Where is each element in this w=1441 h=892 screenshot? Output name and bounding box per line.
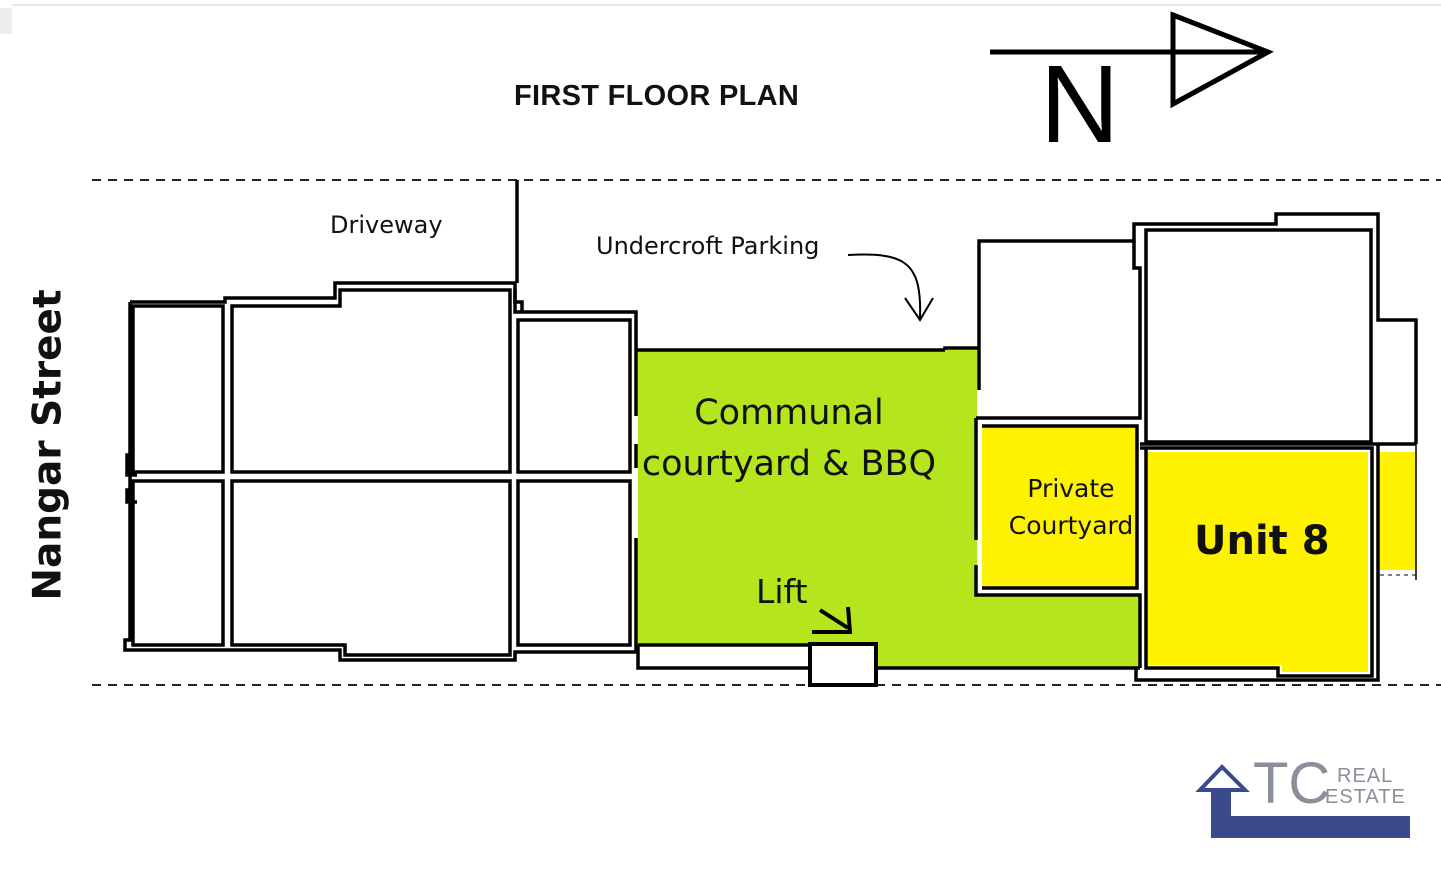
communal-label-line1: Communal xyxy=(694,393,884,433)
room-west-bottom-left xyxy=(131,479,225,647)
balcony-zone xyxy=(1380,452,1416,570)
room-east-upper xyxy=(1144,228,1373,444)
room-centre-bottom xyxy=(230,479,512,657)
logo-estate-text: ESTATE xyxy=(1325,786,1406,808)
door-notch-driveway xyxy=(513,290,524,312)
unit-8-zone xyxy=(1148,452,1368,672)
door-notch-west xyxy=(125,453,137,504)
room-west-top-left xyxy=(131,304,225,474)
logo-tc-text: TC xyxy=(1253,751,1331,816)
north-label: N xyxy=(1040,43,1120,166)
room-centre-top xyxy=(230,288,512,474)
west-block-outer-wall xyxy=(130,281,638,416)
east-block-wall xyxy=(943,212,1418,444)
corner-mark xyxy=(0,8,12,34)
parking-pointer-arrow xyxy=(847,253,922,319)
private-label-line2: Courtyard xyxy=(1008,511,1134,540)
page-title: FIRST FLOOR PLAN xyxy=(514,80,800,112)
communal-courtyard-label: Communal courtyard & BBQ xyxy=(634,388,944,490)
lift-box xyxy=(808,642,878,687)
lift-pointer-arrowhead xyxy=(812,606,853,634)
private-courtyard-label: Private Courtyard xyxy=(996,470,1146,544)
unit-8-wall xyxy=(1134,442,1416,682)
private-courtyard-inner xyxy=(982,424,1139,590)
parking-pointer-arrowhead xyxy=(904,297,934,322)
lift-corridor-wall xyxy=(636,643,810,670)
street-label: Nangar Street xyxy=(25,289,71,601)
communal-courtyard-zone xyxy=(638,350,1140,668)
north-arrow-icon xyxy=(990,11,1274,109)
lift-label: Lift xyxy=(756,572,808,611)
driveway-label: Driveway xyxy=(330,211,443,239)
private-courtyard-wall xyxy=(974,418,1142,668)
house-arrow-icon xyxy=(1195,764,1410,838)
undercroft-parking-label: Undercroft Parking xyxy=(596,232,820,260)
top-edge-line xyxy=(12,4,1441,6)
unit-8-label: Unit 8 xyxy=(1194,518,1330,564)
west-block-south-wall xyxy=(123,302,638,662)
lift-pointer-arrow xyxy=(818,608,850,630)
room-east-lobby xyxy=(976,241,1142,420)
logo-real-text: REAL xyxy=(1337,765,1394,787)
private-courtyard-zone xyxy=(982,427,1137,589)
communal-label-line2: courtyard & BBQ xyxy=(641,444,937,484)
private-label-line1: Private xyxy=(1027,474,1115,503)
room-east-bottom xyxy=(516,479,632,647)
room-east-top xyxy=(516,318,632,474)
